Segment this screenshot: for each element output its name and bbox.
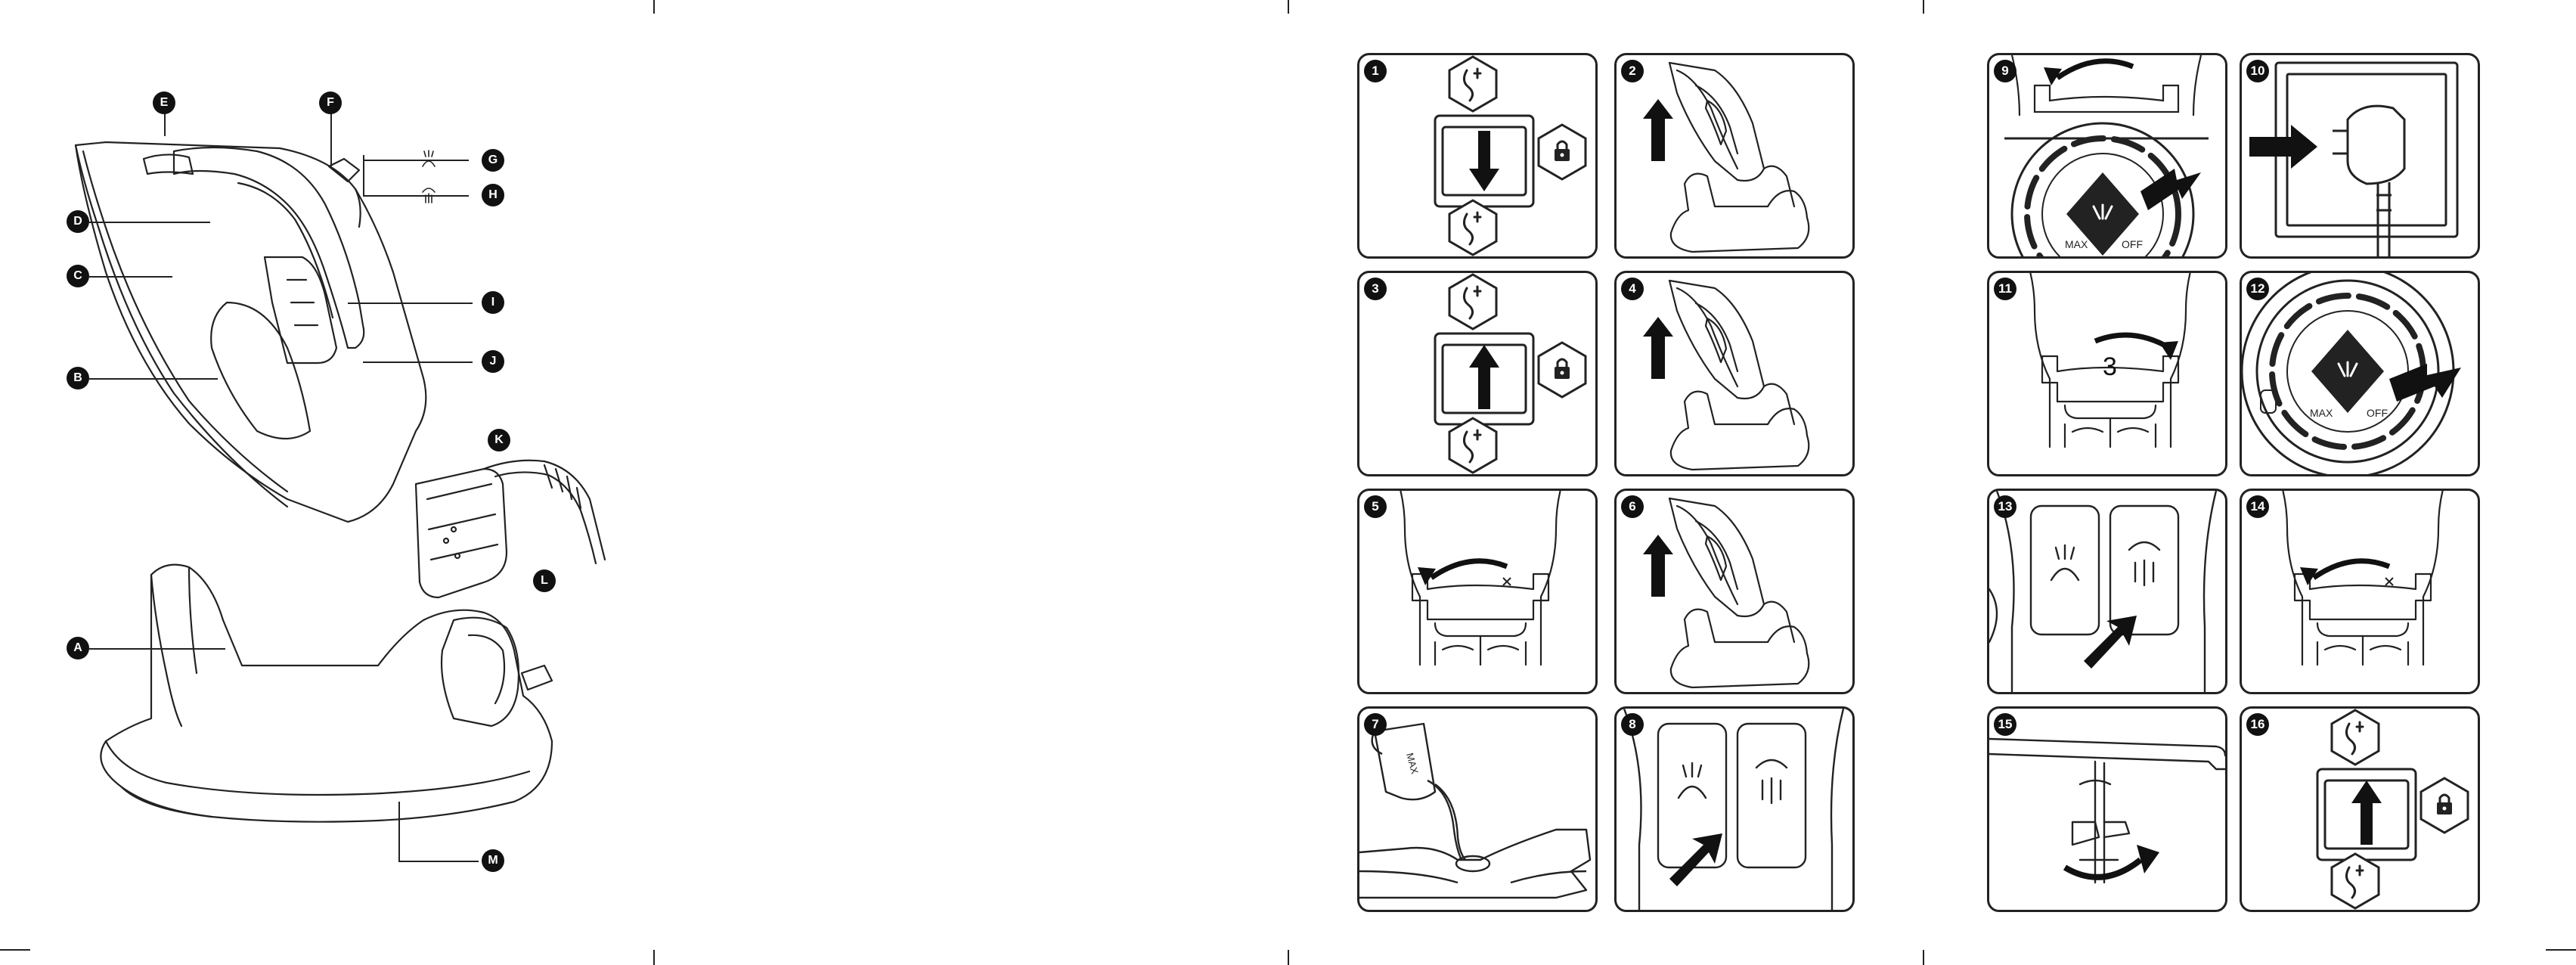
callout-e: E [153,92,175,114]
steam-button-illustration [1617,709,1852,910]
step-panel-13: 13 [1987,489,2227,694]
step-panel-8: 8 [1614,706,1855,912]
step-panel-3: 3 [1357,271,1598,476]
leader-line [398,802,400,862]
callout-f: F [319,92,342,114]
step-number: 1 [1364,60,1387,82]
step-number: 2 [1621,60,1644,82]
iron-parts-diagram [60,76,650,877]
callout-i: I [482,291,504,314]
callout-c: C [67,265,89,287]
lift-iron-illustration [1617,55,1852,256]
crop-mark [653,0,655,14]
cord-icon [1449,57,1496,111]
leader-line [363,361,473,363]
dial-setting-label: 3 [2103,352,2117,381]
leader-line [399,861,479,862]
step-panel-1: 1 [1357,53,1598,259]
leader-line [164,113,166,136]
dial-and-cap-illustration: MAX OFF [1989,55,2225,256]
callout-g: G [482,149,504,172]
dial-max-label: MAX [2310,407,2333,419]
dial-off-label: OFF [2122,238,2143,250]
lift-iron-illustration [1617,273,1852,474]
dial-closeup-illustration: MAX OFF [2242,273,2478,474]
vertical-steam-icon [420,185,437,204]
steam-button-illustration [1989,491,2225,692]
step-panel-16: 16 [2240,706,2480,912]
step-number: 9 [1994,60,2016,82]
step-number: 12 [2246,278,2269,300]
crop-mark [653,950,655,965]
callout-j: J [482,350,504,373]
step-panel-12: MAX OFF 12 [2240,271,2480,476]
leader-line [89,378,218,380]
unlock-base-illustration [2242,709,2478,910]
jug-max-label: MAX [1404,752,1421,775]
unlock-base-illustration [1359,273,1595,474]
cord-icon [1449,200,1496,255]
step-number: 4 [1621,278,1644,300]
callout-l: L [533,569,556,592]
step-panel-11: 3 11 [1987,271,2227,476]
step-panel-15: 15 [1987,706,2227,912]
step-number: 16 [2246,713,2269,736]
plug-in-illustration [2242,55,2478,256]
callout-d: D [67,210,89,233]
leader-line [348,303,473,304]
step-panel-6: 6 [1614,489,1855,694]
leader-line [363,195,469,197]
dial-off-label: OFF [2367,407,2388,419]
step-number: 11 [1994,278,2016,300]
callout-a: A [67,637,89,659]
lock-base-illustration [1359,55,1595,256]
step-number: 7 [1364,713,1387,736]
step-panel-7: MAX 7 [1357,706,1598,912]
step-number: 6 [1621,495,1644,518]
crop-mark [0,949,30,951]
open-water-cap-illustration [1359,491,1595,692]
crop-mark [1923,0,1924,14]
step-number: 8 [1621,713,1644,736]
leader-line [363,160,469,161]
leader-line [89,276,172,278]
step-number: 13 [1994,495,2016,518]
lock-icon [1539,125,1586,179]
step-number: 14 [2246,495,2269,518]
step-panel-9: MAX OFF 9 [1987,53,2227,259]
arrow-icon [1643,99,1673,161]
crop-mark [2546,949,2576,951]
steam-burst-icon [420,150,437,169]
step-number: 3 [1364,278,1387,300]
crop-mark [1923,950,1924,965]
step-number: 15 [1994,713,2016,736]
step-panel-4: 4 [1614,271,1855,476]
cord-release-illustration [1989,709,2225,910]
callout-b: B [67,367,89,389]
callout-m: M [482,849,504,872]
leader-line [330,113,332,166]
step-panel-14: 14 [2240,489,2480,694]
step-panel-5: 5 [1357,489,1598,694]
dial-max-label: MAX [2065,238,2088,250]
leader-line [363,155,364,197]
callout-h: H [482,184,504,206]
callout-k: K [488,429,510,451]
crop-mark [1288,0,1289,14]
leader-line [89,222,210,223]
crop-mark [1288,950,1289,965]
step-panel-2: 2 [1614,53,1855,259]
leader-line [89,648,225,650]
fill-water-illustration: MAX [1359,709,1595,910]
close-water-cap-illustration [2242,491,2478,692]
step-number: 5 [1364,495,1387,518]
lift-iron-illustration [1617,491,1852,692]
step-panel-10: 10 [2240,53,2480,259]
set-temperature-illustration: 3 [1989,273,2225,474]
step-number: 10 [2246,60,2269,82]
